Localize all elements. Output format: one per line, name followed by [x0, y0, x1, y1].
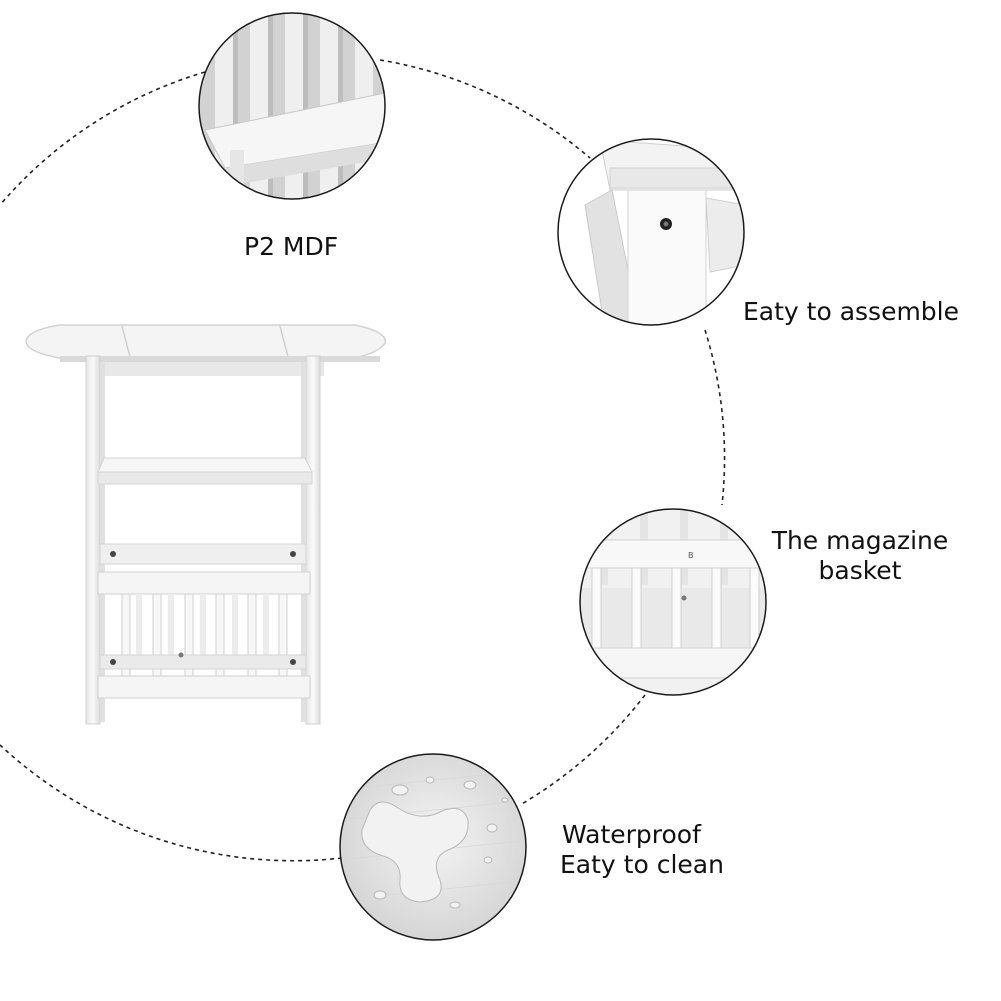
label-clean: Waterproof Eaty to clean [560, 820, 724, 880]
assembly-detail-icon [557, 138, 745, 326]
label-material: P2 MDF [244, 232, 339, 261]
leg-right [305, 355, 321, 725]
label-basket: The magazine basket [760, 526, 960, 586]
leg-left [85, 355, 101, 725]
label-clean-line1: Waterproof [562, 820, 701, 849]
label-clean-line2: Eaty to clean [560, 850, 724, 879]
waterproof-detail-icon [339, 753, 527, 941]
dashed-circle-guide [0, 59, 726, 862]
tabletop [25, 324, 386, 359]
basket-detail-icon: B [579, 508, 767, 696]
label-basket-line1: The magazine [771, 526, 949, 555]
label-assembly: Eaty to assemble [743, 297, 960, 326]
side-table-illustration [25, 324, 386, 725]
svg-text:B: B [688, 551, 694, 560]
label-basket-line2: basket [818, 556, 902, 585]
middle-shelf [97, 457, 313, 473]
mdf-detail-icon [198, 12, 386, 200]
